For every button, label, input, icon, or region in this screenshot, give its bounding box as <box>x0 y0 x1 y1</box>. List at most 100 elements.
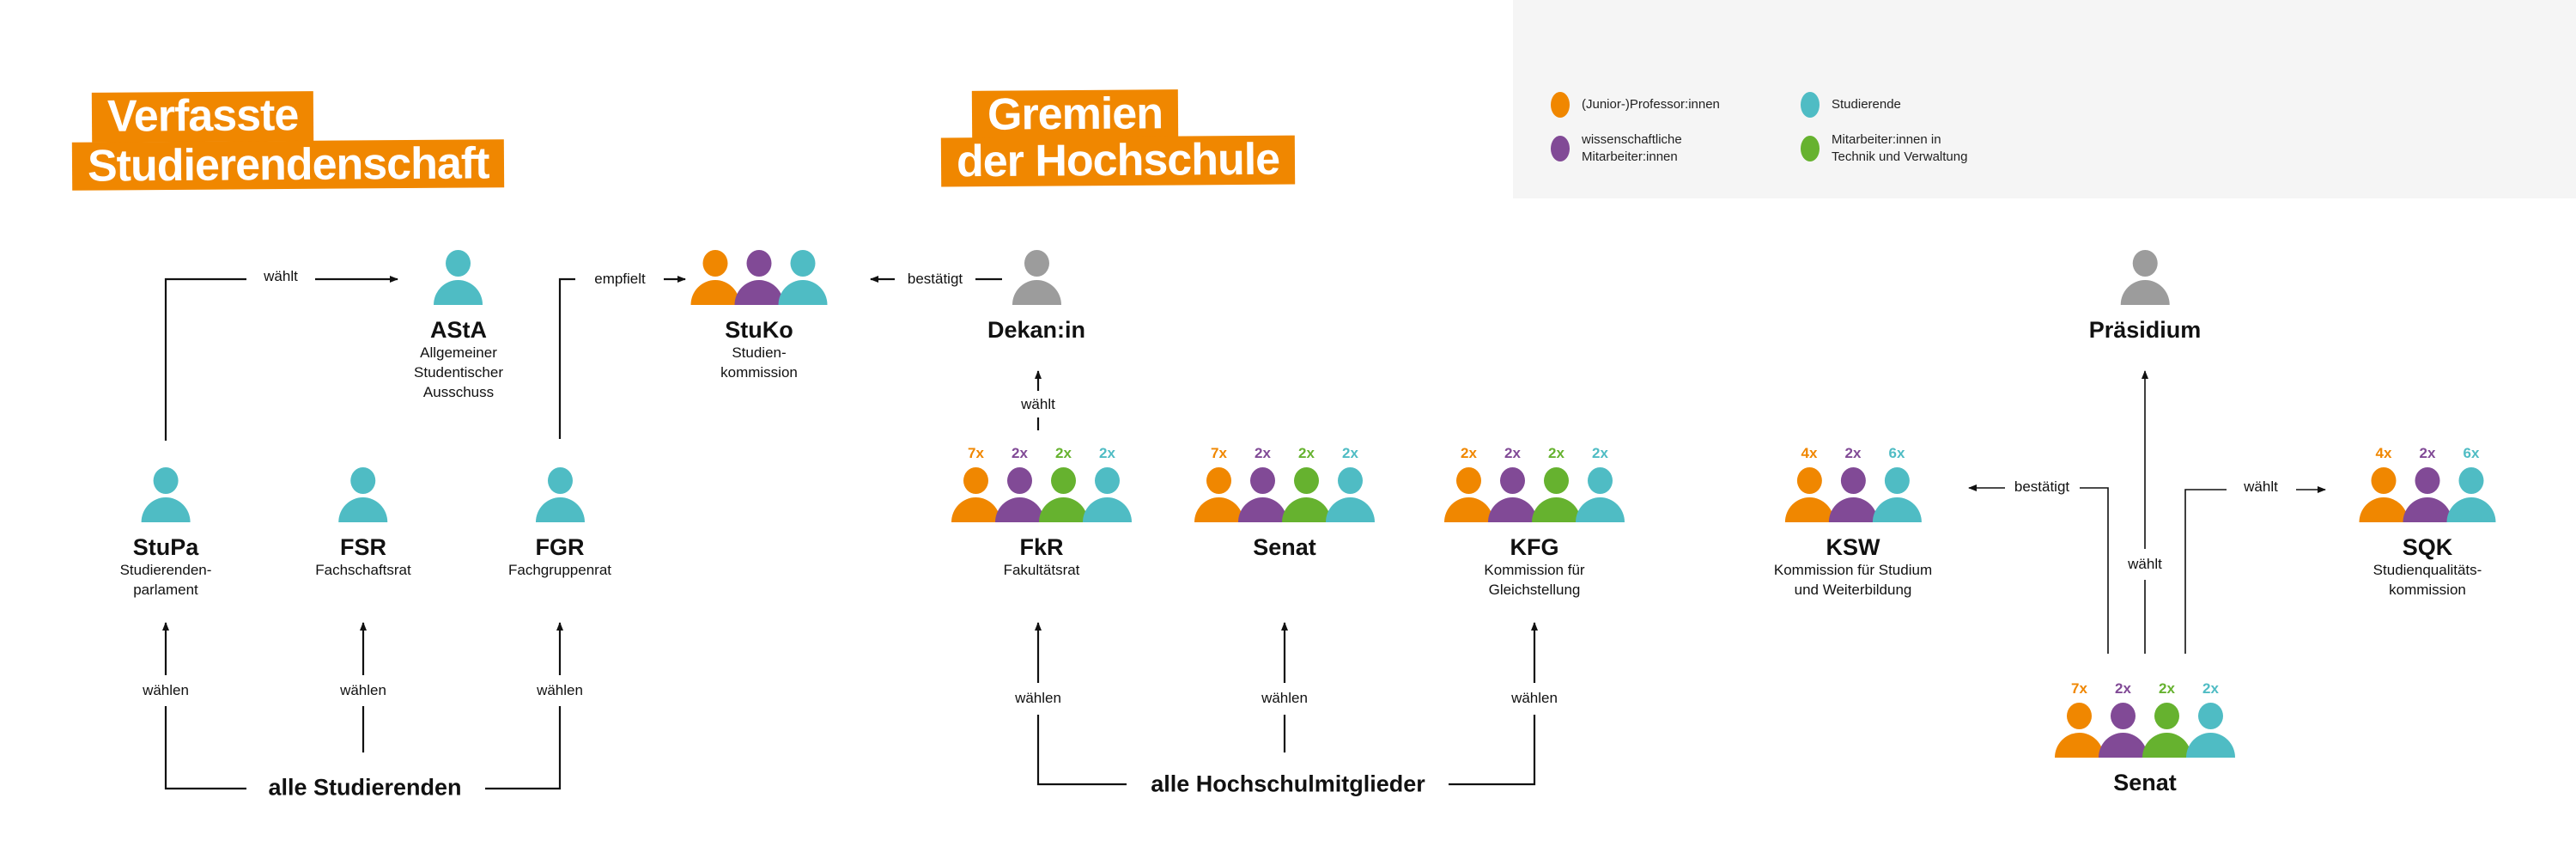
edge-label-senat-sqk: wählt <box>2244 478 2278 495</box>
person-head-icon <box>1338 467 1363 494</box>
member-count: 2x <box>2419 445 2436 461</box>
person-body-icon <box>995 497 1044 522</box>
person-head-icon <box>2415 467 2440 494</box>
connector-stupa-asta <box>164 277 246 441</box>
person-body-icon <box>1194 497 1243 522</box>
electorate-students: alle Studierenden <box>268 774 462 801</box>
person-icon-students <box>778 250 828 305</box>
legend-label: Studierende <box>1832 97 1901 112</box>
person-body-icon <box>1488 497 1537 522</box>
person-body-icon <box>338 497 388 522</box>
edge-label-fkr-dekan: wählt <box>1021 396 1055 412</box>
person-icon-professors: 4x <box>1784 445 1834 522</box>
node-name: StuKo <box>725 317 793 343</box>
node-name: KSW <box>1826 534 1880 560</box>
member-count: 2x <box>2159 680 2175 697</box>
person-head-icon <box>1840 467 1866 494</box>
node-name: Präsidium <box>2088 317 2202 343</box>
connector-members-kfg <box>1449 715 1536 786</box>
legend-label: Mitarbeiter:innen in Technik und Verwalt… <box>1832 132 1968 164</box>
member-count: 7x <box>968 445 984 461</box>
person-body-icon <box>434 280 483 305</box>
connector-students-fgr <box>485 706 562 790</box>
person-body-icon <box>1784 497 1834 522</box>
person-body-icon <box>1532 497 1581 522</box>
connector-fgr-stuko <box>558 277 575 439</box>
person-head-icon <box>1884 467 1910 494</box>
person-icon-tech-admin-staff: 2x <box>1282 445 1331 522</box>
person-body-icon <box>535 497 585 522</box>
node-description: Fachschaftsrat <box>315 562 411 578</box>
node-description: Studien- kommission <box>720 344 798 381</box>
node-description: Kommission für Studium und Weiterbildung <box>1773 562 1933 598</box>
node-name: FGR <box>535 534 585 560</box>
person-icon-research-staff: 2x <box>1488 445 1537 522</box>
node-name: SQK <box>2402 534 2453 560</box>
person-icon-students: 2x <box>1083 445 1132 522</box>
person-body-icon <box>2055 733 2104 758</box>
person-icon-neutral <box>1012 250 1061 305</box>
person-body-icon <box>2142 733 2191 758</box>
person-head-icon <box>1051 467 1076 494</box>
person-body-icon <box>2186 733 2235 758</box>
person-icon-students <box>535 467 585 522</box>
member-count: 2x <box>1055 445 1072 461</box>
legend-item-research-staff: wissenschaftliche Mitarbeiter:innen <box>1551 131 1682 166</box>
node-name: StuPa <box>132 534 199 560</box>
member-count: 2x <box>1844 445 1862 461</box>
person-icon-professors: 7x <box>951 445 1000 522</box>
person-head-icon <box>2067 703 2092 729</box>
person-icon <box>1012 250 1061 305</box>
person-head-icon <box>1007 467 1032 494</box>
edge-label-stupa-asta: wählt <box>264 268 298 284</box>
person-icon-research-staff: 2x <box>2099 680 2148 758</box>
person-body-icon <box>1039 497 1088 522</box>
member-count: 6x <box>1888 445 1905 461</box>
people-icon-group <box>690 250 828 305</box>
person-icon-tech-admin-staff: 2x <box>1039 445 1088 522</box>
member-count: 2x <box>1342 445 1358 461</box>
member-count: 6x <box>2463 445 2480 461</box>
person-body-icon <box>141 497 191 522</box>
person-head-icon <box>1095 467 1120 494</box>
member-count: 7x <box>1211 445 1227 461</box>
person-body-icon <box>1083 497 1132 522</box>
person-body-icon <box>951 497 1000 522</box>
person-icon-students: 2x <box>1326 445 1375 522</box>
person-head-icon <box>2198 703 2223 729</box>
person-head-icon <box>446 250 471 277</box>
member-count: 2x <box>1099 445 1115 461</box>
person-head-icon <box>790 250 816 277</box>
person-icon-students <box>338 467 388 522</box>
connector-members-fkr <box>1036 715 1127 786</box>
person-icon <box>338 467 388 522</box>
node-name: Dekan:in <box>987 317 1086 343</box>
member-count: 2x <box>1592 445 1608 461</box>
people-icon-group: 7x 2x 2x 2x <box>2055 680 2235 758</box>
person-body-icon <box>1282 497 1331 522</box>
member-count: 2x <box>2202 680 2219 697</box>
person-body-icon <box>2099 733 2148 758</box>
person-head-icon <box>746 250 772 277</box>
member-count: 4x <box>1801 445 1818 461</box>
person-head-icon <box>1250 467 1275 494</box>
member-count: 7x <box>2071 680 2087 697</box>
person-body-icon <box>778 280 828 305</box>
people-icon-group: 4x 2x 6x <box>1784 445 1922 522</box>
person-head-icon <box>2154 703 2179 729</box>
edge-label-senat-ksw: bestätigt <box>2014 478 2070 495</box>
person-body-icon <box>1012 280 1061 305</box>
person-head-icon <box>350 467 376 494</box>
